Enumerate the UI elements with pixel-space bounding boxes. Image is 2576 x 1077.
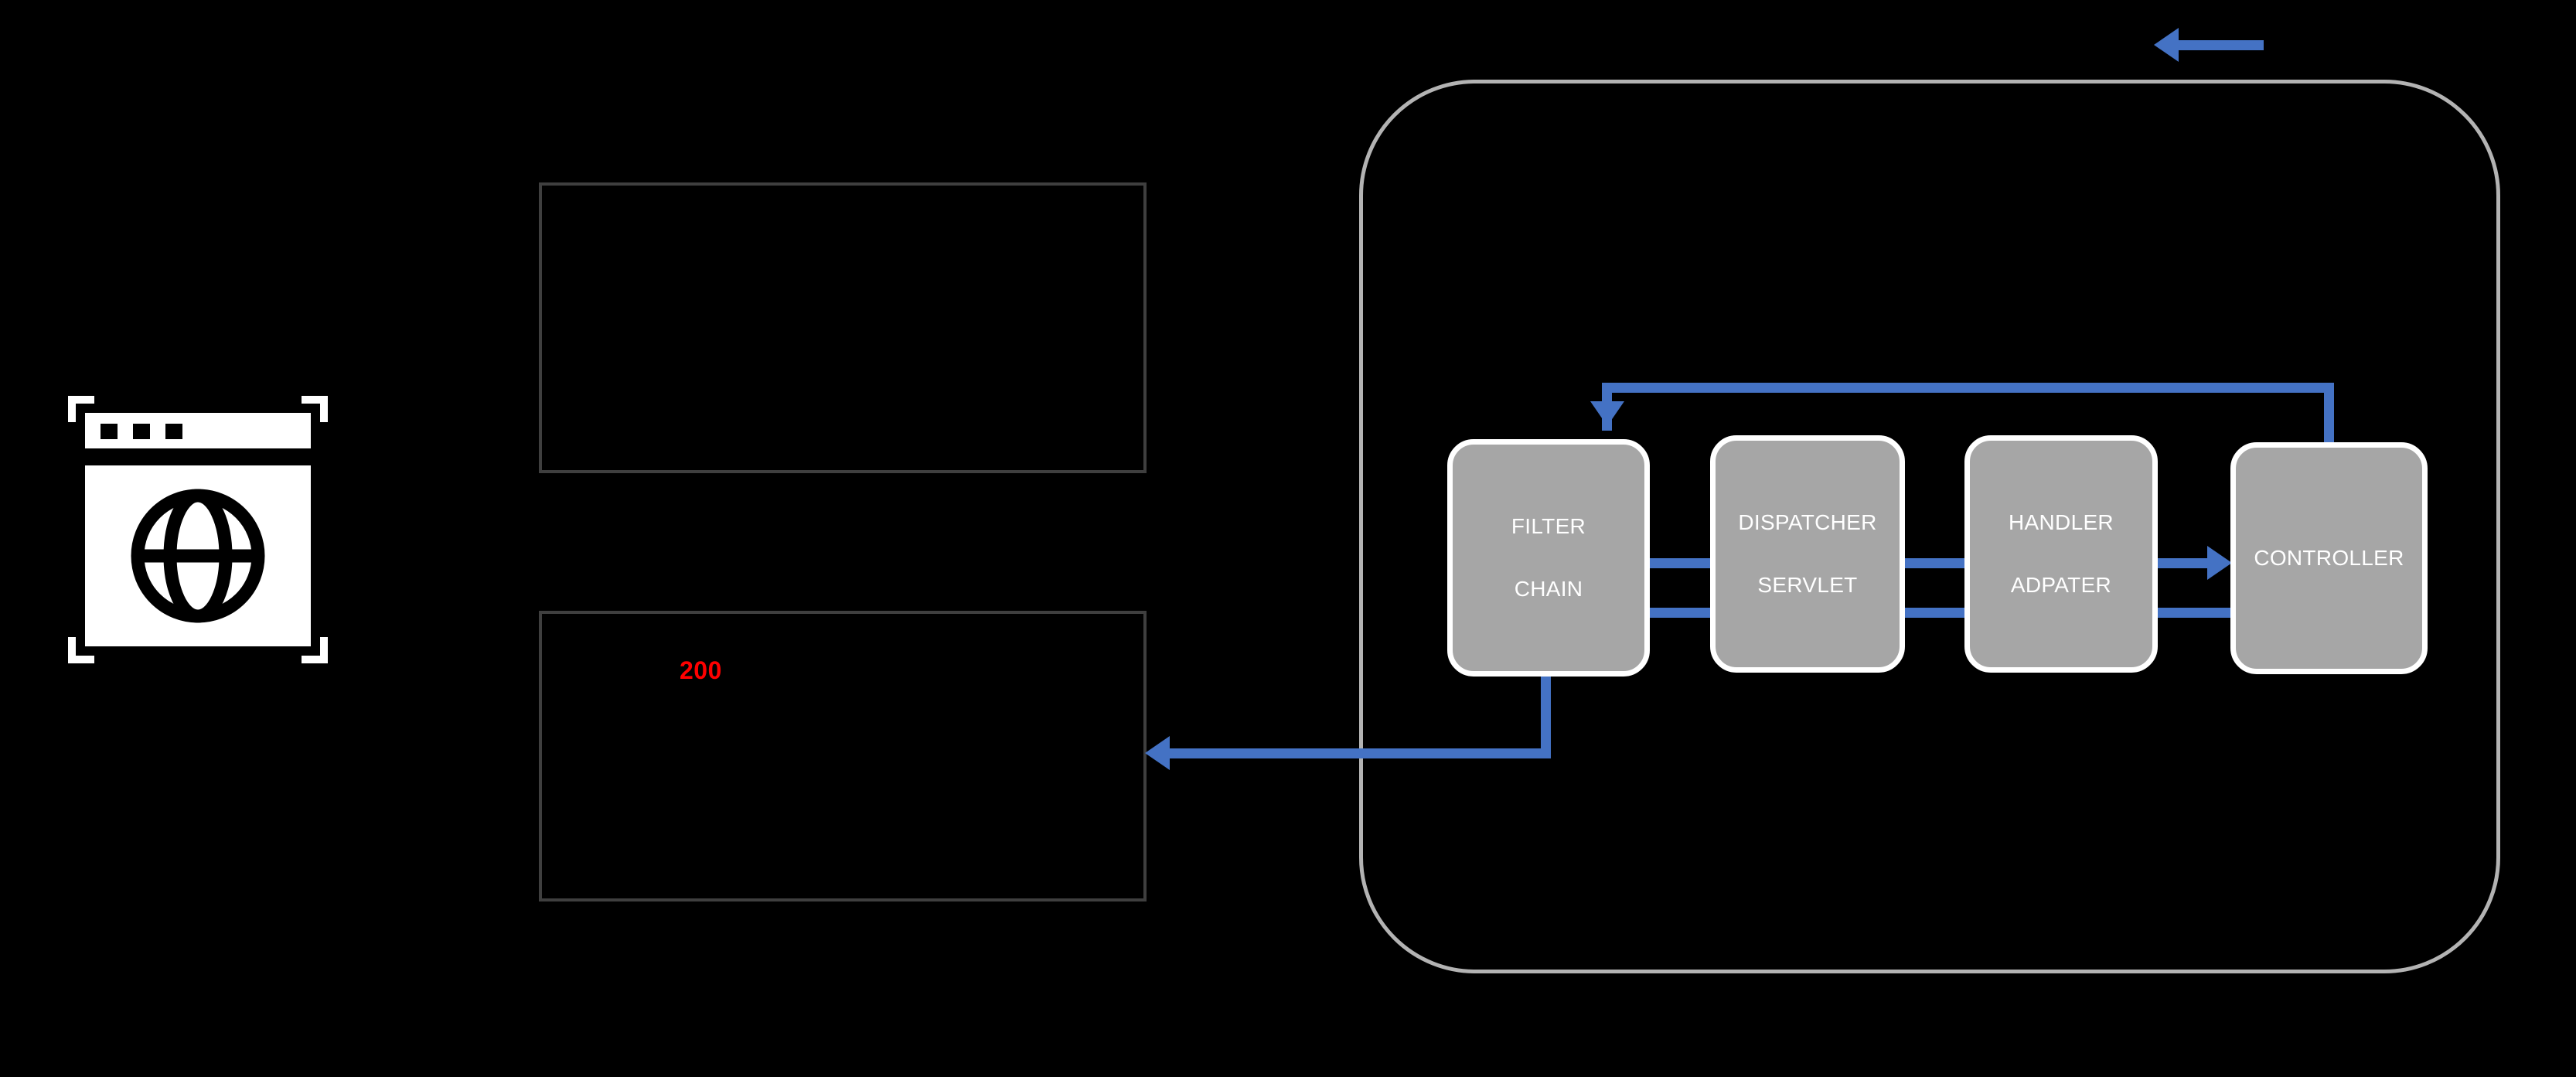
connector-handleradapter-to-dispatcher bbox=[1905, 608, 1965, 618]
response-connector-vertical-segment bbox=[1541, 672, 1551, 758]
legend-arrow-head-icon bbox=[2154, 28, 2179, 62]
response-connector-arrow-head-icon bbox=[1145, 736, 1170, 770]
return-loop-arrow-head-icon bbox=[1590, 401, 1624, 426]
component-controller[interactable]: CONTROLLER bbox=[2230, 442, 2428, 674]
status-code-badge: 200 bbox=[680, 656, 722, 684]
request-panel bbox=[539, 182, 1147, 473]
component-controller-label: CONTROLLER bbox=[2254, 545, 2404, 570]
connector-dispatcher-to-handleradapter bbox=[1905, 558, 1965, 568]
return-loop-right-segment bbox=[2324, 383, 2334, 448]
connector-filterchain-to-dispatcher bbox=[1650, 558, 1712, 568]
response-connector-horizontal-segment bbox=[1170, 748, 1551, 758]
connector-controller-to-handleradapter bbox=[2158, 608, 2232, 618]
response-panel: 200 bbox=[539, 611, 1147, 901]
legend-arrow-shaft bbox=[2179, 40, 2264, 50]
browser-globe-icon bbox=[68, 396, 328, 663]
connector-handleradapter-to-controller bbox=[2158, 558, 2207, 568]
return-loop-top-segment bbox=[1602, 383, 2334, 393]
server-container bbox=[1359, 80, 2500, 973]
connector-handleradapter-to-controller-arrow-head-icon bbox=[2207, 546, 2232, 580]
